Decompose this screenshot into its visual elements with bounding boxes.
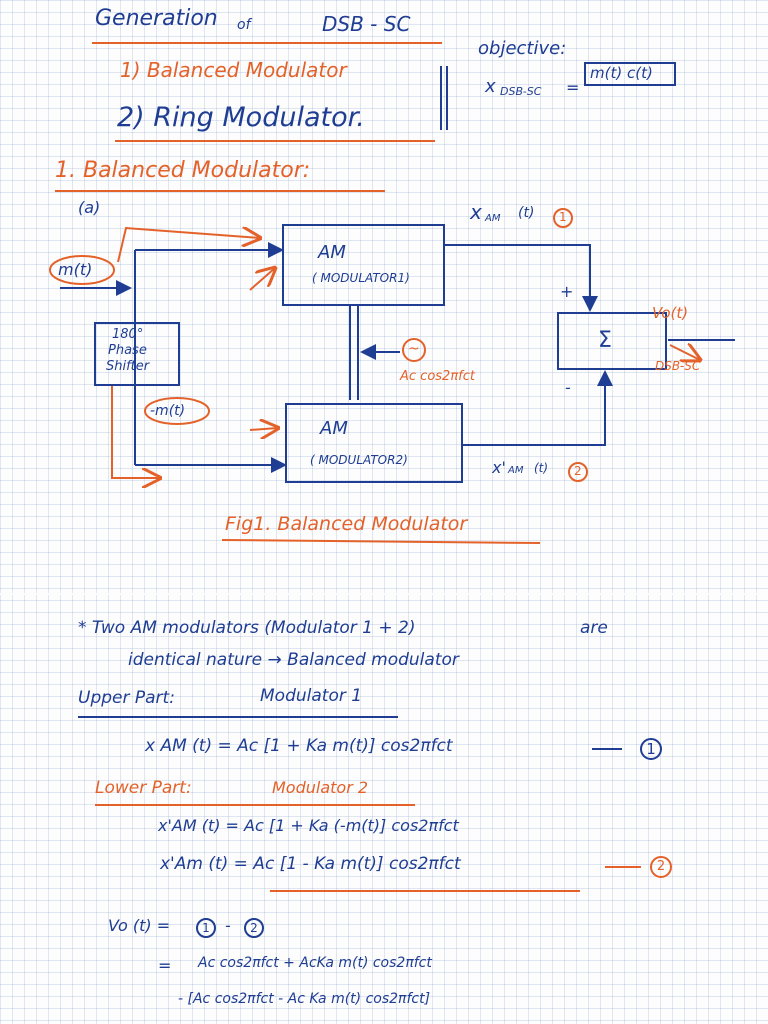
input-circle bbox=[49, 255, 115, 285]
equation-2-underline bbox=[270, 890, 580, 892]
equation-2-dash bbox=[605, 866, 641, 868]
equation-1-tag: 1 bbox=[640, 738, 662, 760]
objective-equals: = bbox=[566, 78, 580, 97]
section-underline bbox=[55, 190, 385, 192]
xam2-tag: 2 bbox=[574, 464, 582, 478]
xam2-sub: AM bbox=[508, 465, 524, 476]
vo-step1: Ac cos2πfct + AcKa m(t) cos2πfct bbox=[198, 955, 432, 971]
summer-plus: + bbox=[560, 282, 574, 301]
objective-rhs: m(t) c(t) bbox=[590, 64, 653, 82]
caption-underline bbox=[221, 539, 541, 544]
note-line1: * Two AM modulators (Modulator 1 + 2) bbox=[78, 618, 416, 638]
section-part: (a) bbox=[78, 198, 101, 217]
phase-shifter-line1: 180° bbox=[112, 327, 144, 342]
am1-sub: ( MODULATOR1) bbox=[312, 271, 410, 285]
vo-step2: - [Ac cos2πfct - Ac Ka m(t) cos2πfct] bbox=[178, 991, 431, 1007]
equation-2b: x'Am (t) = Ac [1 - Ka m(t)] cos2πfct bbox=[160, 854, 461, 874]
summer-minus: - bbox=[565, 378, 571, 397]
upper-part-underline bbox=[78, 716, 398, 718]
section-title: 1. Balanced Modulator: bbox=[55, 158, 311, 183]
am-modulator2-box bbox=[285, 403, 463, 483]
lower-part-label: Lower Part: bbox=[95, 778, 192, 798]
neg-input-label: -m(t) bbox=[150, 403, 186, 419]
annot-arrow-bottom bbox=[111, 385, 160, 478]
phase-shifter-line3: Shifter bbox=[106, 359, 150, 374]
wire-am2-to-sum bbox=[462, 370, 613, 446]
upper-part-label: Upper Part: bbox=[78, 688, 175, 708]
lower-part-value: Modulator 2 bbox=[272, 778, 369, 797]
heading-divider-2 bbox=[446, 66, 448, 130]
annot-arrow-top bbox=[117, 228, 260, 263]
neg-input-circle bbox=[144, 397, 210, 425]
lower-part-underline bbox=[95, 804, 415, 806]
xam1-arg: (t) bbox=[518, 205, 535, 221]
xam2-label: x' bbox=[492, 458, 506, 477]
title-of: of bbox=[237, 17, 251, 33]
am2-sub: ( MODULATOR2) bbox=[310, 453, 408, 467]
xam1-tag: 1 bbox=[559, 210, 567, 224]
am-modulator1-box bbox=[282, 224, 445, 306]
objective-label: objective: bbox=[478, 38, 567, 59]
phase-shifter-line2: Phase bbox=[108, 343, 147, 358]
method-balanced-modulator: 1) Balanced Modulator bbox=[120, 58, 347, 82]
tag-circle-1 bbox=[553, 208, 573, 228]
note-line2: identical nature → Balanced modulator bbox=[128, 650, 459, 670]
xam2-arg: (t) bbox=[534, 461, 549, 475]
vo-label: Vo (t) = bbox=[108, 916, 171, 935]
vo-circle-2: 2 bbox=[244, 918, 264, 938]
heading-divider bbox=[440, 66, 442, 130]
vo-step1-equals: = bbox=[158, 956, 172, 975]
upper-part-value: Modulator 1 bbox=[260, 686, 363, 706]
page-break bbox=[0, 593, 768, 595]
annot-arrow-am1 bbox=[249, 268, 275, 291]
tag-circle-2 bbox=[568, 462, 588, 482]
input-label: m(t) bbox=[58, 260, 93, 279]
vo-minus: - bbox=[225, 916, 231, 935]
objective-lhs: x bbox=[485, 76, 496, 97]
equation-2a: x'AM (t) = Ac [1 + Ka (-m(t)] cos2πfct bbox=[158, 816, 459, 835]
objective-lhs-sub: DSB-SC bbox=[500, 85, 542, 98]
title-underline bbox=[92, 42, 442, 44]
summer-symbol: Σ bbox=[598, 328, 612, 353]
summer-box bbox=[557, 312, 667, 370]
carrier-label: Ac cos2πfct bbox=[400, 369, 475, 384]
method-ring-modulator: 2) Ring Modulator. bbox=[117, 102, 365, 133]
xam1-sub: AM bbox=[485, 213, 501, 224]
equation-1-dash bbox=[592, 748, 622, 750]
carrier-symbol: ~ bbox=[408, 341, 420, 357]
output-label: Vo(t) bbox=[652, 304, 689, 322]
output-type: DSB-SC bbox=[655, 359, 701, 373]
annot-arrow-am2 bbox=[249, 428, 278, 430]
equation-1: x AM (t) = Ac [1 + Ka m(t)] cos2πfct bbox=[145, 736, 453, 756]
note-line1-end: are bbox=[580, 618, 608, 638]
figure-caption: Fig1. Balanced Modulator bbox=[225, 513, 468, 535]
title-dsb-sc: DSB - SC bbox=[322, 12, 411, 36]
title-generation: Generation bbox=[95, 6, 218, 31]
method-underline bbox=[115, 140, 435, 142]
am2-title: AM bbox=[320, 418, 348, 439]
wire-am1-to-sum bbox=[445, 244, 598, 312]
objective-box bbox=[584, 62, 676, 86]
equation-2-tag: 2 bbox=[650, 856, 672, 878]
xam1-label: x bbox=[470, 200, 482, 224]
vo-circle-1: 1 bbox=[196, 918, 216, 938]
am1-title: AM bbox=[318, 242, 346, 263]
annot-arrow-out bbox=[669, 345, 700, 360]
phase-shifter-box bbox=[94, 322, 180, 386]
carrier-source-circle bbox=[402, 338, 426, 362]
